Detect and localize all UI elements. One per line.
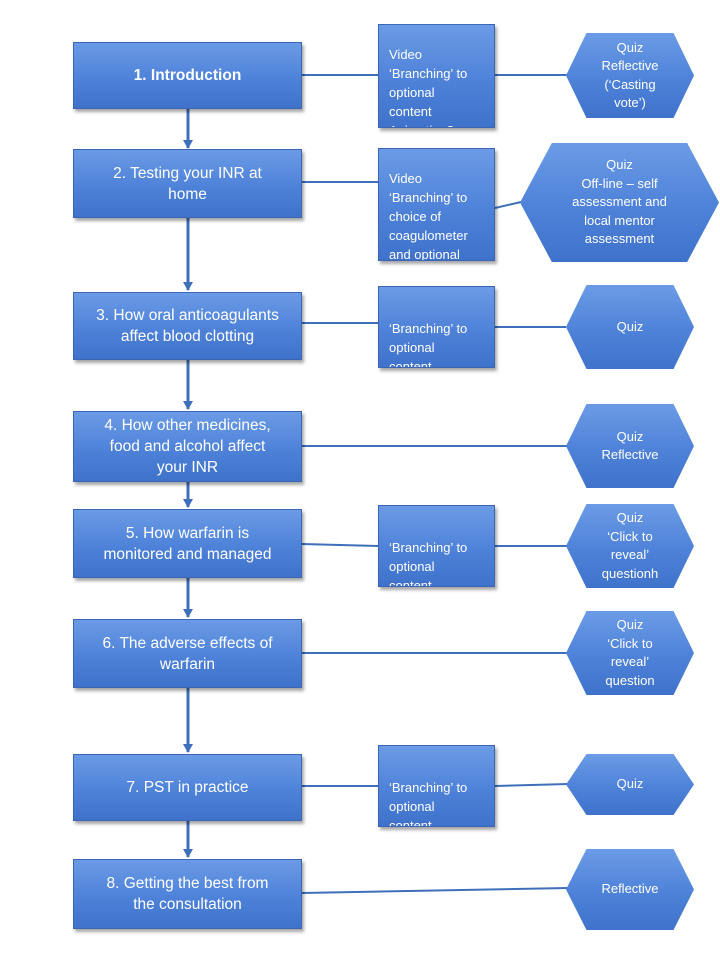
assessment-1-label: Quiz Reflective (‘Casting vote’) [601, 39, 659, 111]
module-3-label: 3. How oral anticoagulants affect blood … [96, 307, 279, 345]
branching-1-box: Video ‘Branching’ to optional content An… [378, 24, 495, 128]
branching-7-box: ‘Branching’ to optional content [378, 745, 495, 827]
assessment-3-label: Quiz [616, 318, 644, 334]
branching-3-label: ‘Branching’ to optional content [389, 321, 468, 368]
module-3-box: 3. How oral anticoagulants affect blood … [73, 292, 302, 360]
branching-5-label: ‘Branching’ to optional content [389, 540, 468, 587]
assessment-7-label: Quiz [616, 776, 644, 792]
module-4-label: 4. How other medicines, food and alcohol… [104, 417, 271, 476]
branching-7-label: ‘Branching’ to optional content [389, 780, 468, 827]
connector-m5-b5 [301, 543, 379, 547]
branching-1-label: Video ‘Branching’ to optional content An… [389, 47, 468, 127]
assessment-1-hexagon: Quiz Reflective (‘Casting vote’) [566, 33, 694, 118]
connector-m8-a8 [301, 887, 569, 894]
module-8-box: 8. Getting the best from the consultatio… [73, 859, 302, 929]
module-7-box: 7. PST in practice [73, 754, 302, 821]
module-1-box: 1. Introduction [73, 42, 302, 109]
assessment-2-hexagon: Quiz Off-line – self assessment and loca… [520, 143, 719, 262]
connector-b7-a7 [494, 783, 569, 787]
module-5-box: 5. How warfarin is monitored and managed [73, 509, 302, 578]
module-2-label: 2. Testing your INR at home [113, 164, 262, 203]
assessment-3-hexagon: Quiz [566, 285, 694, 369]
module-6-label: 6. The adverse effects of warfarin [102, 634, 273, 673]
module-5-label: 5. How warfarin is monitored and managed [103, 524, 272, 563]
branching-5-box: ‘Branching’ to optional content [378, 505, 495, 587]
connector-b2-a2 [494, 201, 522, 209]
assessment-5-hexagon: Quiz ‘Click to reveal’ questionh [566, 504, 694, 588]
branching-2-box: Video ‘Branching’ to choice of coagulome… [378, 148, 495, 261]
module-6-box: 6. The adverse effects of warfarin [73, 619, 302, 688]
module-7-label: 7. PST in practice [126, 779, 249, 796]
assessment-8-label: Reflective [601, 881, 659, 897]
assessment-7-hexagon: Quiz [566, 754, 694, 815]
assessment-4-hexagon: Quiz Reflective [566, 404, 694, 488]
assessment-4-label: Quiz Reflective [601, 428, 659, 463]
module-2-box: 2. Testing your INR at home [73, 149, 302, 218]
module-4-box: 4. How other medicines, food and alcohol… [73, 411, 302, 482]
branching-2-label: Video ‘Branching’ to choice of coagulome… [389, 171, 468, 261]
module-8-label: 8. Getting the best from the consultatio… [106, 875, 269, 913]
assessment-2-label: Quiz Off-line – self assessment and loca… [572, 157, 667, 247]
assessment-5-label: Quiz ‘Click to reveal’ questionh [601, 510, 659, 581]
branching-3-box: ‘Branching’ to optional content [378, 286, 495, 368]
module-1-label: 1. Introduction [133, 67, 242, 84]
assessment-6-hexagon: Quiz ‘Click to reveal’ question [566, 611, 694, 695]
assessment-6-label: Quiz ‘Click to reveal’ question [605, 617, 655, 688]
assessment-8-hexagon: Reflective [566, 849, 694, 930]
